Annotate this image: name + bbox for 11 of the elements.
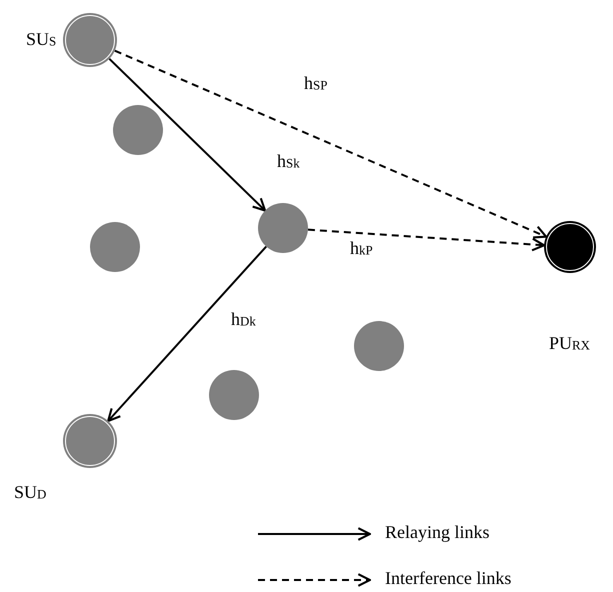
arrow — [308, 228, 546, 252]
arrow — [108, 58, 266, 212]
legend-label: Relaying links — [385, 523, 490, 543]
node-circle — [113, 105, 163, 155]
legend-label: Interference links — [385, 569, 512, 589]
node-circle — [209, 370, 259, 420]
node-circle — [354, 321, 404, 371]
node-circle — [258, 203, 308, 253]
node-circle — [90, 222, 140, 272]
arrow — [114, 50, 548, 238]
arrow — [107, 246, 267, 422]
